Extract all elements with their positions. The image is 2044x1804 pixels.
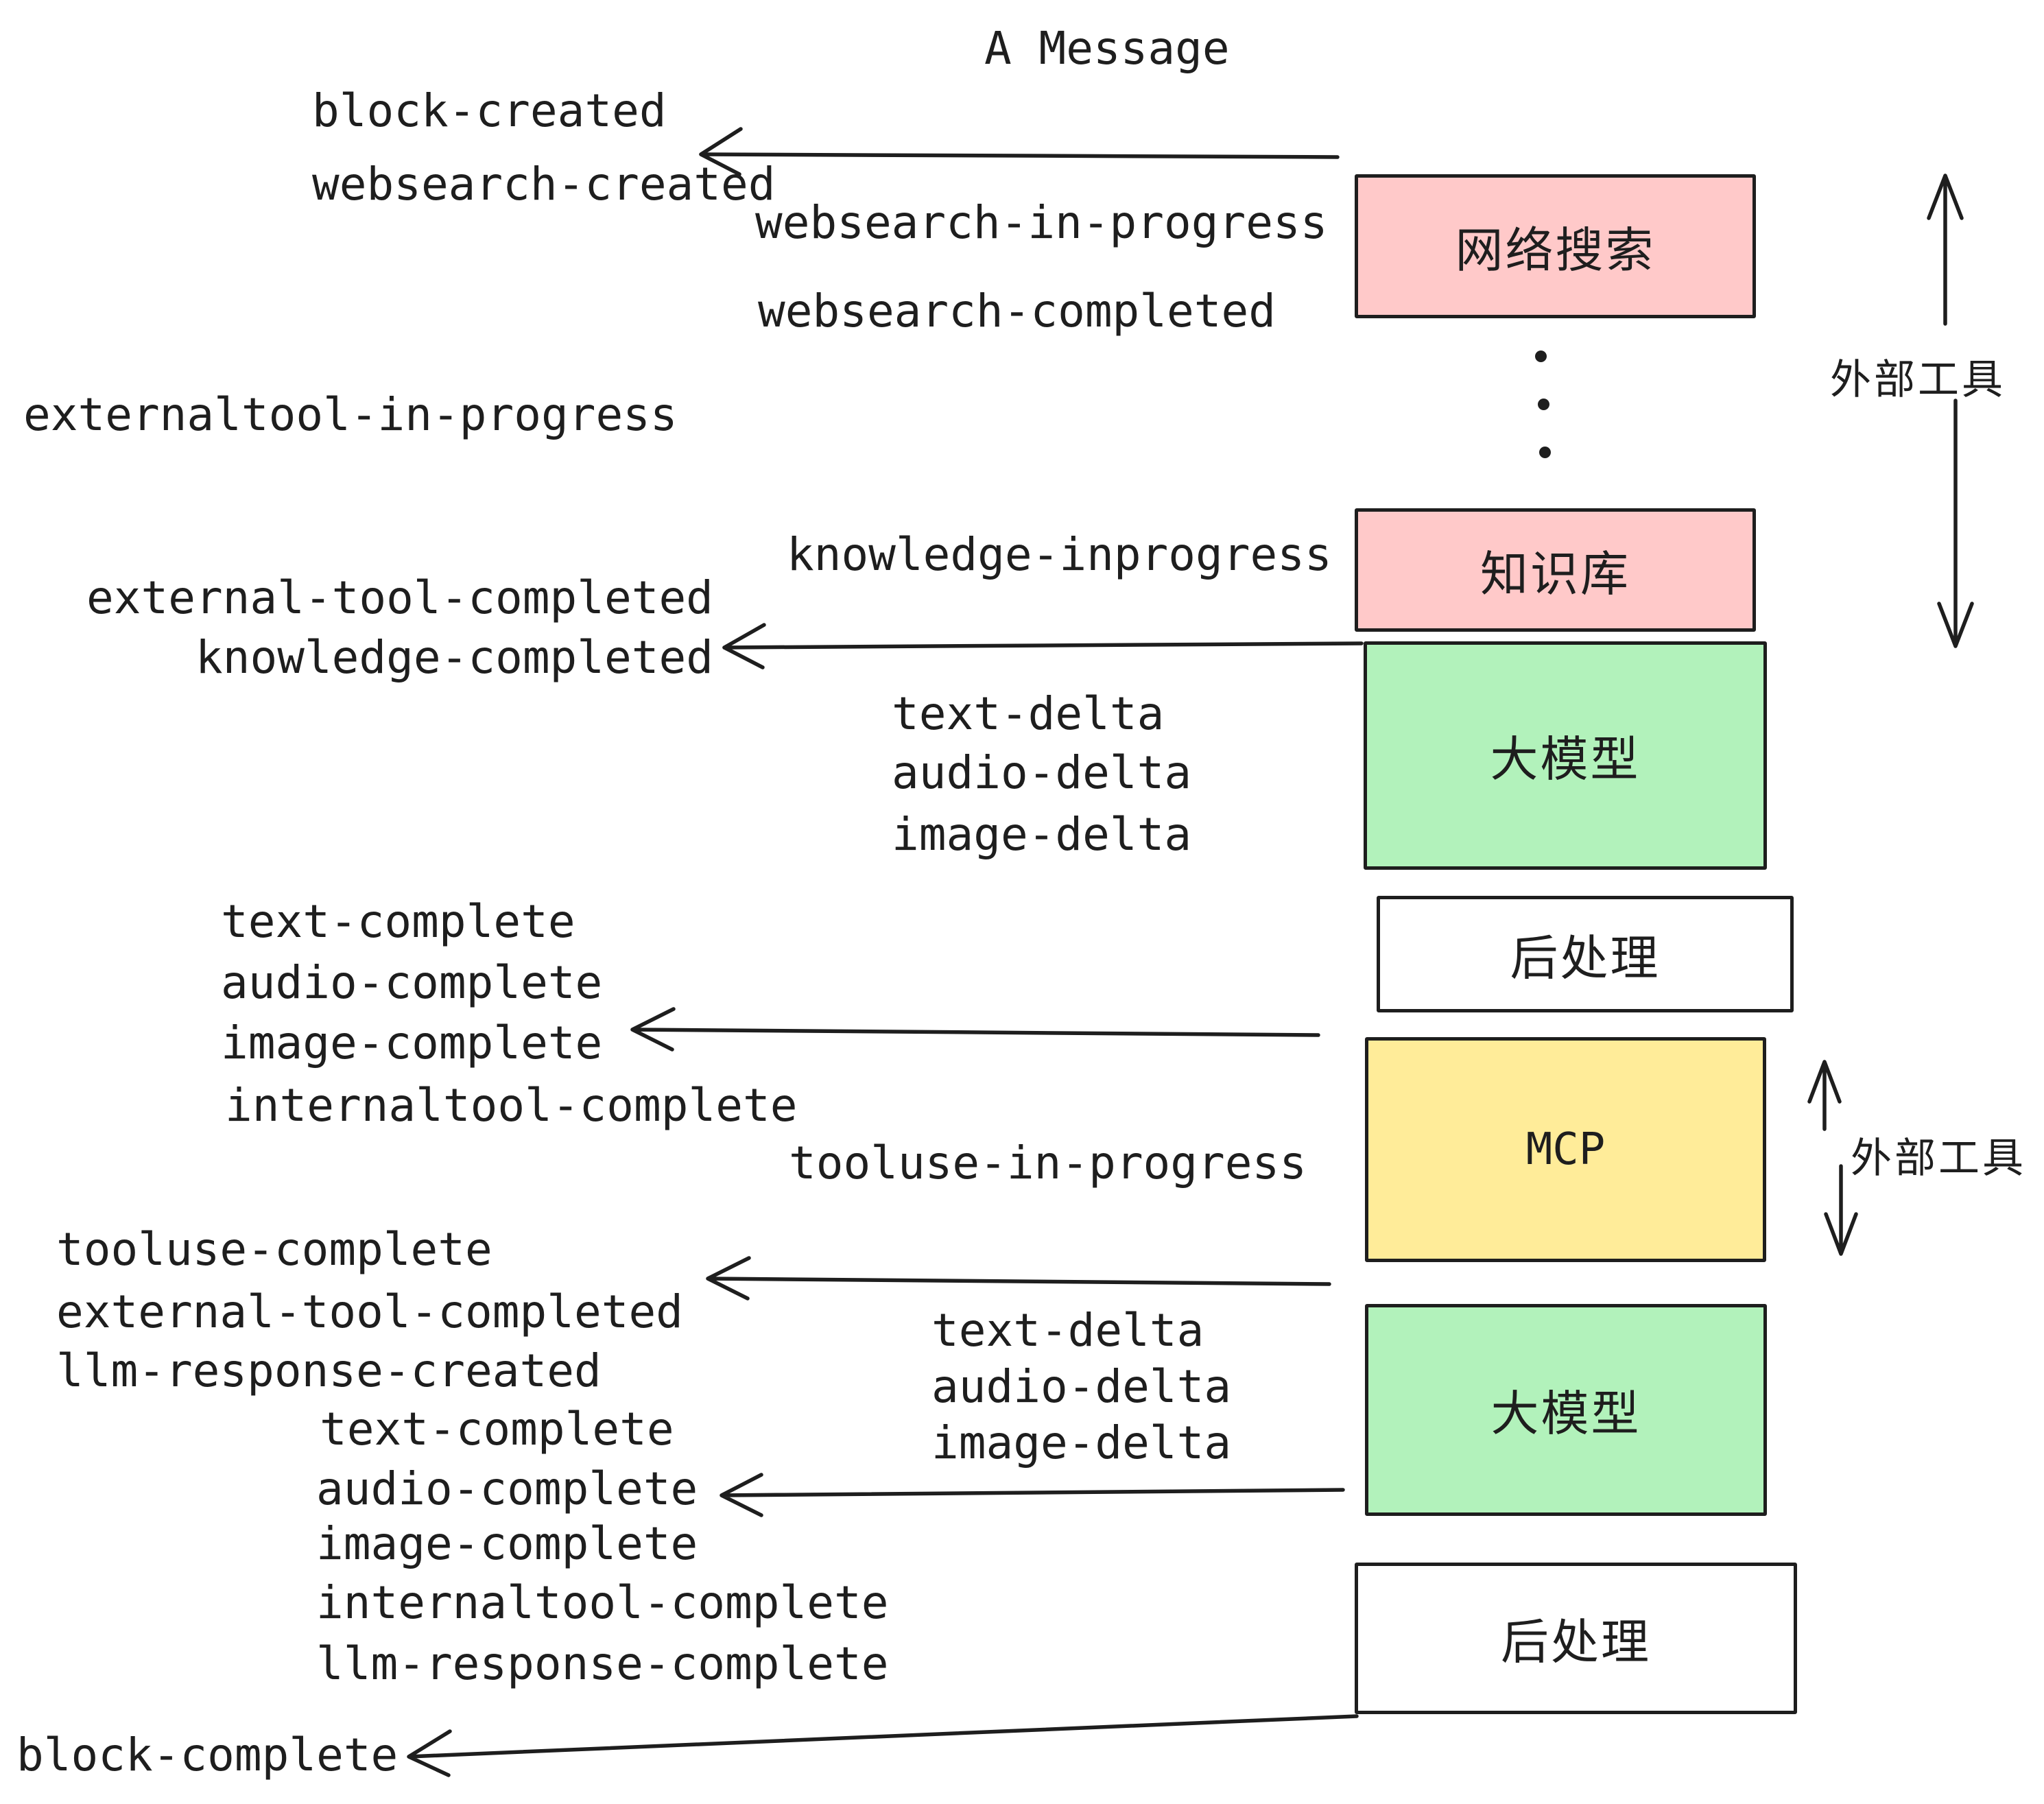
node-knowledge: 知识库: [1355, 508, 1756, 632]
node-websearch-label: 网络搜索: [1455, 222, 1656, 278]
arrow-websearch-to-created: [699, 152, 1340, 159]
event-label-image-complete-2: image-complete: [316, 1517, 698, 1570]
side-label-external-tools-1: 外部工具: [1830, 356, 2006, 404]
node-llm-2: 大模型: [1365, 1304, 1767, 1516]
event-label-websearch-created: websearch-created: [312, 158, 776, 211]
ellipsis-dot-2: [1538, 399, 1549, 410]
ellipsis-dot-3: [1539, 447, 1551, 458]
event-label-knowledge-inprogress: knowledge-inprogress: [787, 528, 1332, 581]
event-label-externaltool-in-progress: externaltool-in-progress: [23, 388, 678, 441]
event-label-audio-complete-1: audio-complete: [221, 956, 603, 1009]
event-label-llm-response-created: llm-response-created: [56, 1344, 602, 1397]
node-llm-2-label: 大模型: [1490, 1386, 1641, 1442]
node-knowledge-label: 知识库: [1480, 545, 1630, 602]
side-label-external-tools-2: 外部工具: [1851, 1135, 2026, 1183]
event-label-text-complete-1: text-complete: [221, 895, 575, 948]
event-label-knowledge-completed: knowledge-completed: [195, 631, 713, 684]
event-label-audio-complete-2: audio-complete: [316, 1462, 698, 1515]
arrow-external-tools-up-2: [1807, 1060, 1842, 1131]
node-llm-1-label: 大模型: [1490, 731, 1641, 787]
event-label-tooluse-in-progress: tooluse-in-progress: [789, 1137, 1307, 1189]
node-postprocess-2-label: 后处理: [1501, 1614, 1651, 1670]
node-postprocess-2: 后处理: [1355, 1563, 1797, 1714]
event-label-image-delta-1: image-delta: [892, 808, 1192, 861]
event-label-internaltool-complete-2: internaltool-complete: [316, 1576, 889, 1629]
event-label-block-complete: block-complete: [16, 1729, 399, 1781]
arrow-block-complete: [407, 1714, 1359, 1777]
event-label-websearch-completed: websearch-completed: [758, 285, 1276, 337]
ellipsis-dot-1: [1535, 351, 1547, 362]
node-llm-1: 大模型: [1364, 641, 1767, 870]
event-label-external-tool-completed-1: external-tool-completed: [86, 571, 713, 624]
event-label-tooluse-complete: tooluse-complete: [56, 1223, 492, 1276]
arrow-knowledge-completed: [722, 641, 1364, 650]
event-label-text-delta-2: text-delta: [931, 1304, 1204, 1357]
event-label-block-created: block-created: [312, 84, 667, 137]
arrow-internal-complete: [630, 1007, 1320, 1052]
arrowhead-knowledge-completed: [722, 623, 766, 669]
event-label-image-complete-1: image-complete: [221, 1017, 603, 1069]
arrow-external-tools-up-1: [1927, 174, 1964, 326]
event-label-websearch-in-progress: websearch-in-progress: [755, 196, 1328, 249]
node-postprocess-1: 后处理: [1377, 896, 1794, 1012]
event-label-audio-delta-2: audio-delta: [931, 1360, 1232, 1413]
event-label-internaltool-complete-1: internaltool-complete: [225, 1079, 798, 1132]
event-label-text-delta-1: text-delta: [892, 687, 1165, 740]
arrow-tooluse-complete: [706, 1256, 1331, 1301]
event-label-text-complete-2: text-complete: [320, 1403, 674, 1456]
node-mcp: MCP: [1365, 1037, 1766, 1262]
event-label-audio-delta-1: audio-delta: [892, 746, 1192, 799]
event-label-external-tool-completed-2: external-tool-completed: [56, 1285, 683, 1338]
arrow-llm-complete: [720, 1473, 1345, 1517]
node-postprocess-1-label: 后处理: [1510, 929, 1661, 986]
arrow-external-tools-down-1: [1937, 399, 1974, 648]
event-label-llm-response-complete: llm-response-complete: [316, 1637, 889, 1690]
event-label-image-delta-2: image-delta: [931, 1416, 1232, 1469]
node-mcp-label: MCP: [1525, 1124, 1606, 1175]
diagram-title: A Message: [984, 22, 1230, 75]
node-websearch: 网络搜索: [1355, 174, 1756, 318]
